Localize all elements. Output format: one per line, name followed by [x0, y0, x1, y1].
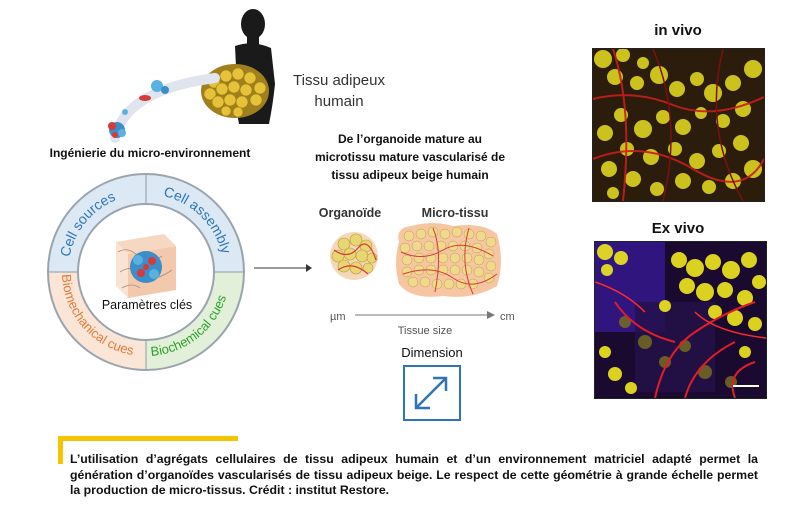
tissue-size-label: Tissue size [397, 325, 453, 337]
expand-arrows-icon [403, 365, 461, 421]
cm-label: cm [500, 311, 515, 323]
tissu-label-line1: Tissu adipeux [293, 72, 385, 89]
ex-vivo-label: Ex vivo [651, 220, 705, 237]
micro-tissue-illustration [396, 223, 501, 297]
in-vivo-label: in vivo [654, 22, 702, 39]
engineering-swoosh-illustration [108, 73, 220, 143]
figure-caption: L’utilisation d’agrégats cellulaires de … [70, 452, 758, 497]
ex-vivo-photo [594, 241, 767, 399]
ingenierie-label: Ingénierie du micro-environnement [49, 146, 251, 160]
heading-line1: De l’organoide mature au [337, 132, 483, 146]
key-parameters-ring: Cell sources Cell assembly Biomechanical… [47, 173, 245, 371]
organoide-label: Organoïde [318, 206, 382, 220]
center-heading: De l’organoide mature au microtissu matu… [295, 130, 525, 184]
heading-line3: tissu adipeux beige humain [331, 168, 489, 182]
caption-accent-vertical [58, 436, 63, 464]
dimension-label: Dimension [401, 345, 463, 360]
tissue-size-arrow [355, 311, 495, 319]
heading-line2: microtissu mature vascularisé de [314, 150, 506, 164]
matrix-cube-illustration [116, 234, 176, 298]
parametres-label: Paramètres clés [101, 298, 193, 312]
micro-tissu-label: Micro-tissu [421, 206, 489, 220]
right-arrow-icon [254, 264, 312, 272]
organoid-illustration [330, 232, 378, 280]
caption-accent-bar [58, 436, 238, 441]
in-vivo-photo [592, 48, 765, 202]
tissu-label-line2: humain [314, 93, 364, 110]
tissu-label: Tissu adipeux humain [284, 70, 394, 112]
um-label: µm [330, 311, 346, 323]
